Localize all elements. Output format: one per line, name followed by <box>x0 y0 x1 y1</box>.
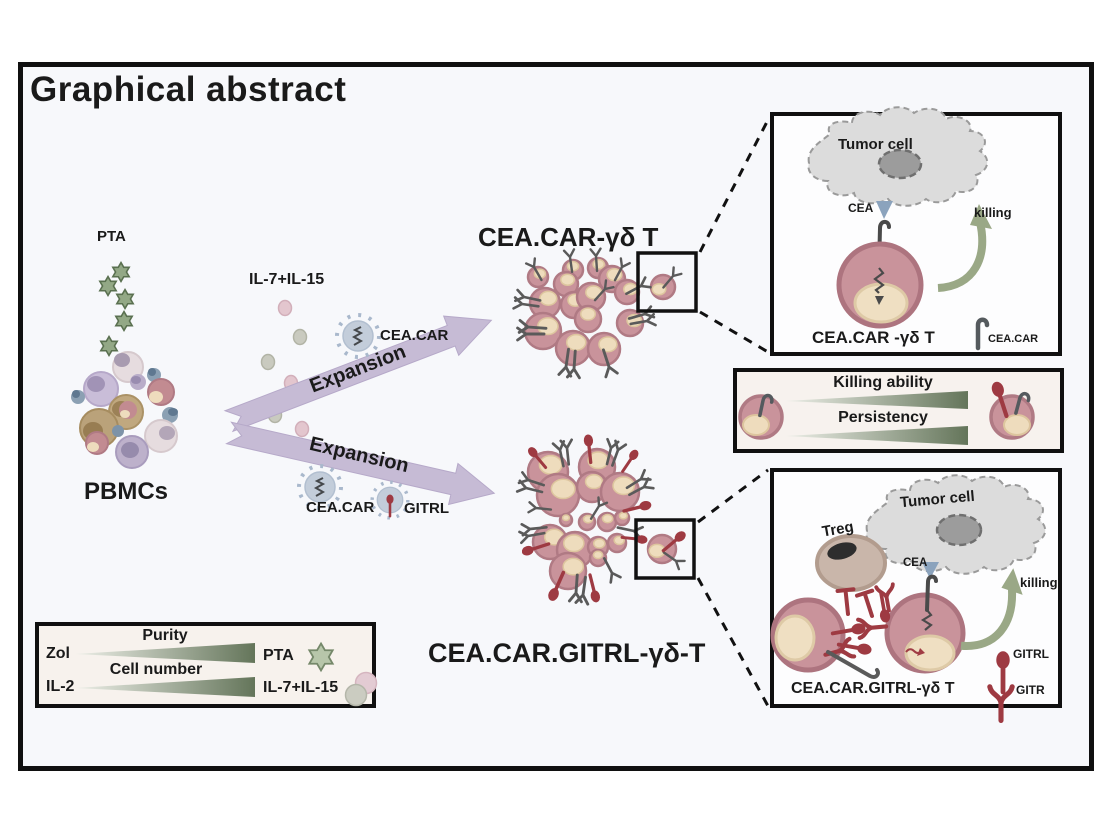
bottom-cluster-title: CEA.CAR.GITRL-γδ-T <box>428 638 706 668</box>
pbmcs-label: PBMCs <box>84 478 169 505</box>
purity-label: Purity <box>142 627 188 644</box>
il2-label: IL-2 <box>46 678 75 695</box>
inset-top-tumor-label: Tumor cell <box>838 136 913 153</box>
inset-top-legend-label: CEA.CAR <box>988 333 1039 345</box>
cea-car-virus-label: CEA.CAR <box>380 327 449 344</box>
killing-ability-label: Killing ability <box>833 374 933 391</box>
persistency-label: Persistency <box>838 409 928 426</box>
zol-label: Zol <box>46 645 70 662</box>
gitr-legend-label: GITR <box>1016 683 1045 697</box>
inset-bottom-cell-label: CEA.CAR.GITRL-γδ T <box>791 680 955 697</box>
cell-number-label: Cell number <box>109 661 203 678</box>
legend-pta-label: PTA <box>263 647 294 664</box>
inset-top-cea-label: CEA <box>848 201 874 215</box>
inset-top-killing-label: killing <box>974 205 1012 220</box>
cea-car-virus2-label: CEA.CAR <box>306 499 375 516</box>
top-cluster-title: CEA.CAR-γδ T <box>478 222 659 252</box>
legend-il7il15-label: IL-7+IL-15 <box>263 679 339 696</box>
inset-bottom-killing-label: killing <box>1020 575 1058 590</box>
inset-panel-cea-car <box>770 112 1062 356</box>
gitrl-legend-label: GITRL <box>1013 647 1049 661</box>
il7il15-label: IL-7+IL-15 <box>249 271 325 288</box>
inset-top-cell-label: CEA.CAR -γδ T <box>812 328 935 347</box>
pta-label: PTA <box>97 228 126 245</box>
page-title: Graphical abstract <box>30 70 347 109</box>
gitrl-virus-label: GITRL <box>404 500 449 517</box>
inset-bottom-cea-label: CEA <box>903 557 928 569</box>
